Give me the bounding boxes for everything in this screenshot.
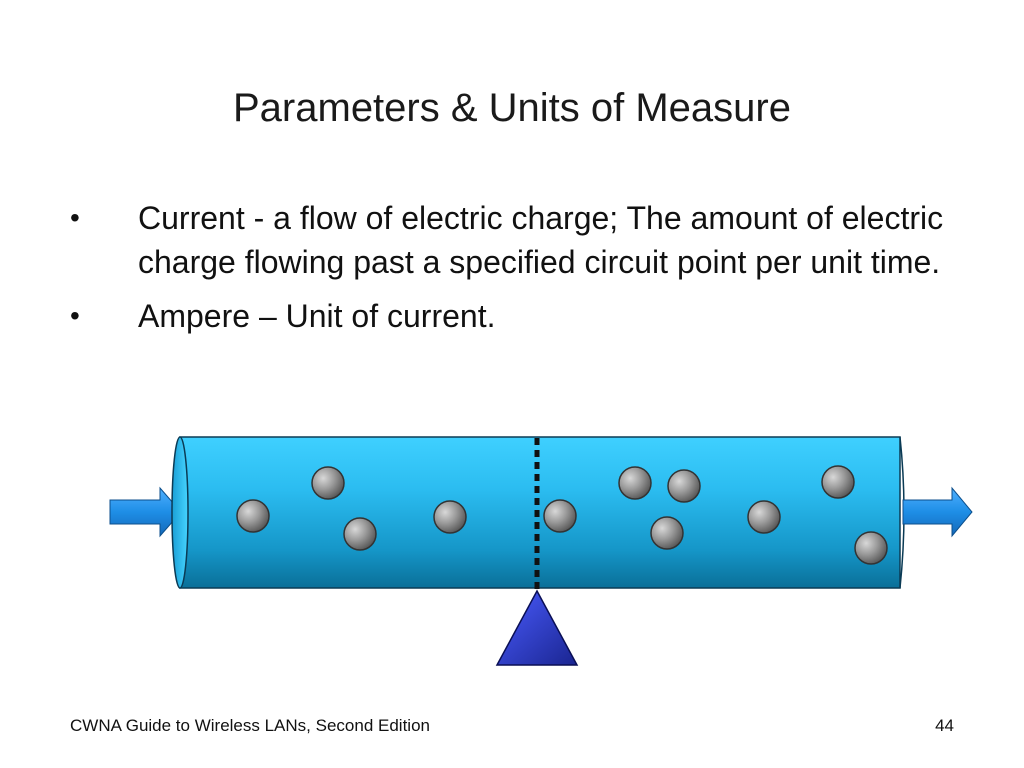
flow-in-arrow-icon [109,486,182,538]
footer-source: CWNA Guide to Wireless LANs, Second Edit… [70,716,430,735]
page-number: 44 [935,716,954,735]
charge-icon [854,531,888,565]
charge-icon [433,500,467,534]
bullet-marker: • [70,300,80,331]
flow-out-arrow-icon [902,486,973,538]
pipe-body [179,436,901,589]
charge-icon [747,500,781,534]
charge-icon [543,499,577,533]
bullet-list: • Current - a flow of electric charge; T… [64,196,964,348]
charge-icon [618,466,652,500]
charge-icon [821,465,855,499]
slide-title: Parameters & Units of Measure [233,86,791,130]
bullet-text: Ampere – Unit of current. [138,298,496,334]
triangle-pointer-icon [495,589,579,666]
charge-icon [343,517,377,551]
charge-icon [236,499,270,533]
bullet-item: • Ampere – Unit of current. [64,294,964,338]
charge-icon [311,466,345,500]
pipe-left-cap [171,436,189,589]
bullet-item: • Current - a flow of electric charge; T… [64,196,964,284]
bullet-text: Current - a flow of electric charge; The… [138,200,944,280]
bullet-marker: • [70,202,80,233]
charge-icon [650,516,684,550]
charge-icon [667,469,701,503]
